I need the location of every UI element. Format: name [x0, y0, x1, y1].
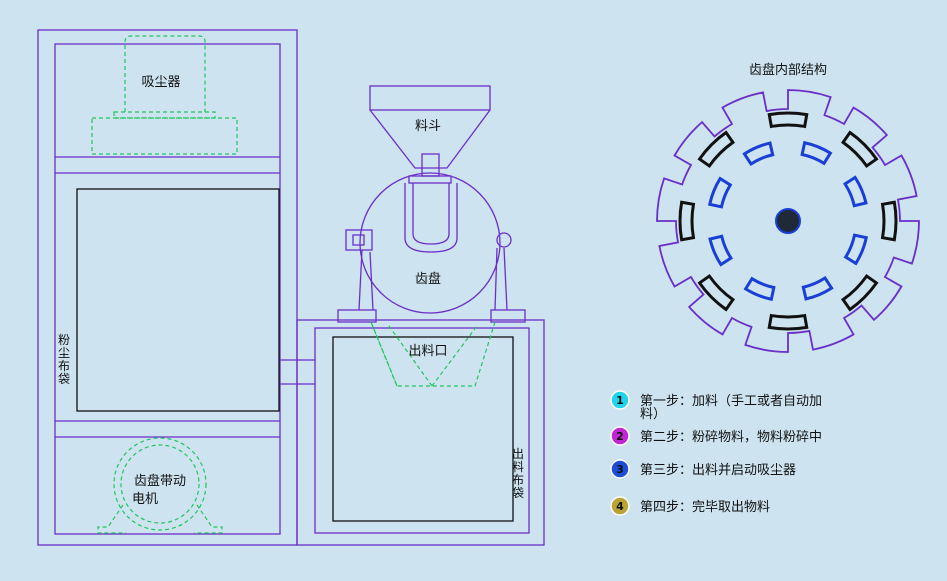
step-number: 3 — [616, 463, 624, 476]
step-item: 4 第四步：完毕取出物料 — [610, 496, 770, 516]
step-text: 第三步：出料并启动吸尘器 — [640, 463, 796, 478]
step-number: 2 — [616, 430, 624, 443]
step-number-badge — [610, 426, 630, 446]
inner-tooth — [742, 141, 775, 167]
step-text: 第四步：完毕取出物料 — [640, 500, 770, 515]
inner-tooth — [801, 275, 834, 301]
outlet-label: 出料口 — [408, 344, 447, 359]
inner-tooth — [743, 276, 776, 302]
gear-disc-internal — [656, 89, 920, 353]
output-bag-label-char-2: 料 — [512, 460, 524, 474]
inner-tooth — [800, 140, 833, 166]
step-item: 2 第二步：粉碎物料，物料粉碎中 — [610, 426, 822, 446]
output-bag-label-char-3: 布 — [512, 473, 524, 487]
outer-tooth — [697, 273, 736, 312]
step-number: 1 — [616, 394, 624, 407]
step-text: 第二步：粉碎物料，物料粉碎中 — [640, 430, 822, 445]
step-number-badge — [610, 390, 630, 410]
dust-bag-label-char-2: 尘 — [58, 346, 70, 360]
left-cabinet — [37, 29, 315, 546]
step-item: 3 第三步：出料并启动吸尘器 — [610, 459, 796, 479]
output-bag-inner — [332, 336, 514, 522]
outer-tooth — [767, 313, 809, 331]
outer-tooth — [840, 130, 879, 169]
inner-tooth — [707, 176, 733, 209]
motor — [97, 437, 223, 534]
step-text-continued: 料） — [640, 407, 666, 422]
step-number-badge — [610, 496, 630, 516]
outer-tooth — [767, 111, 809, 129]
step-number: 4 — [616, 500, 624, 513]
output-bag-label-char-4: 袋 — [512, 486, 524, 500]
dust-bag-label: 粉 尘 布 袋 — [58, 333, 70, 386]
inner-tooth — [842, 175, 868, 208]
grinder-body — [337, 153, 526, 323]
disc-outer-rim — [656, 89, 920, 353]
motor-label-line2: 电机 — [132, 492, 158, 507]
outer-tooth — [697, 130, 736, 169]
inner-tooth — [843, 233, 869, 266]
output-bag-label-char-1: 出 — [512, 447, 524, 461]
hopper-label: 料斗 — [415, 119, 441, 134]
step-text: 第一步：加料（手工或者自动加 — [640, 394, 822, 409]
dust-bag-label-char-1: 粉 — [58, 333, 70, 347]
dust-bag-label-char-4: 袋 — [58, 372, 70, 386]
outer-tooth — [880, 200, 898, 242]
hopper — [369, 85, 491, 169]
gear-disc-label: 齿盘 — [415, 271, 441, 287]
motor-label-line1: 齿盘带动 — [134, 473, 186, 489]
dust-bag-inner — [76, 188, 280, 412]
vacuum-cleaner — [91, 35, 238, 155]
vacuum-label: 吸尘器 — [141, 75, 180, 90]
inner-tooth — [708, 234, 734, 267]
disc-hub — [775, 208, 801, 234]
dust-bag-label-char-3: 布 — [58, 359, 70, 373]
inner-structure-title: 齿盘内部结构 — [749, 62, 827, 78]
output-bag-label: 出 料 布 袋 — [512, 447, 524, 500]
outlet-funnel — [370, 321, 496, 387]
output-box — [296, 319, 545, 546]
outer-tooth — [678, 200, 696, 242]
step-number-badge — [610, 459, 630, 479]
outer-tooth — [840, 273, 879, 312]
